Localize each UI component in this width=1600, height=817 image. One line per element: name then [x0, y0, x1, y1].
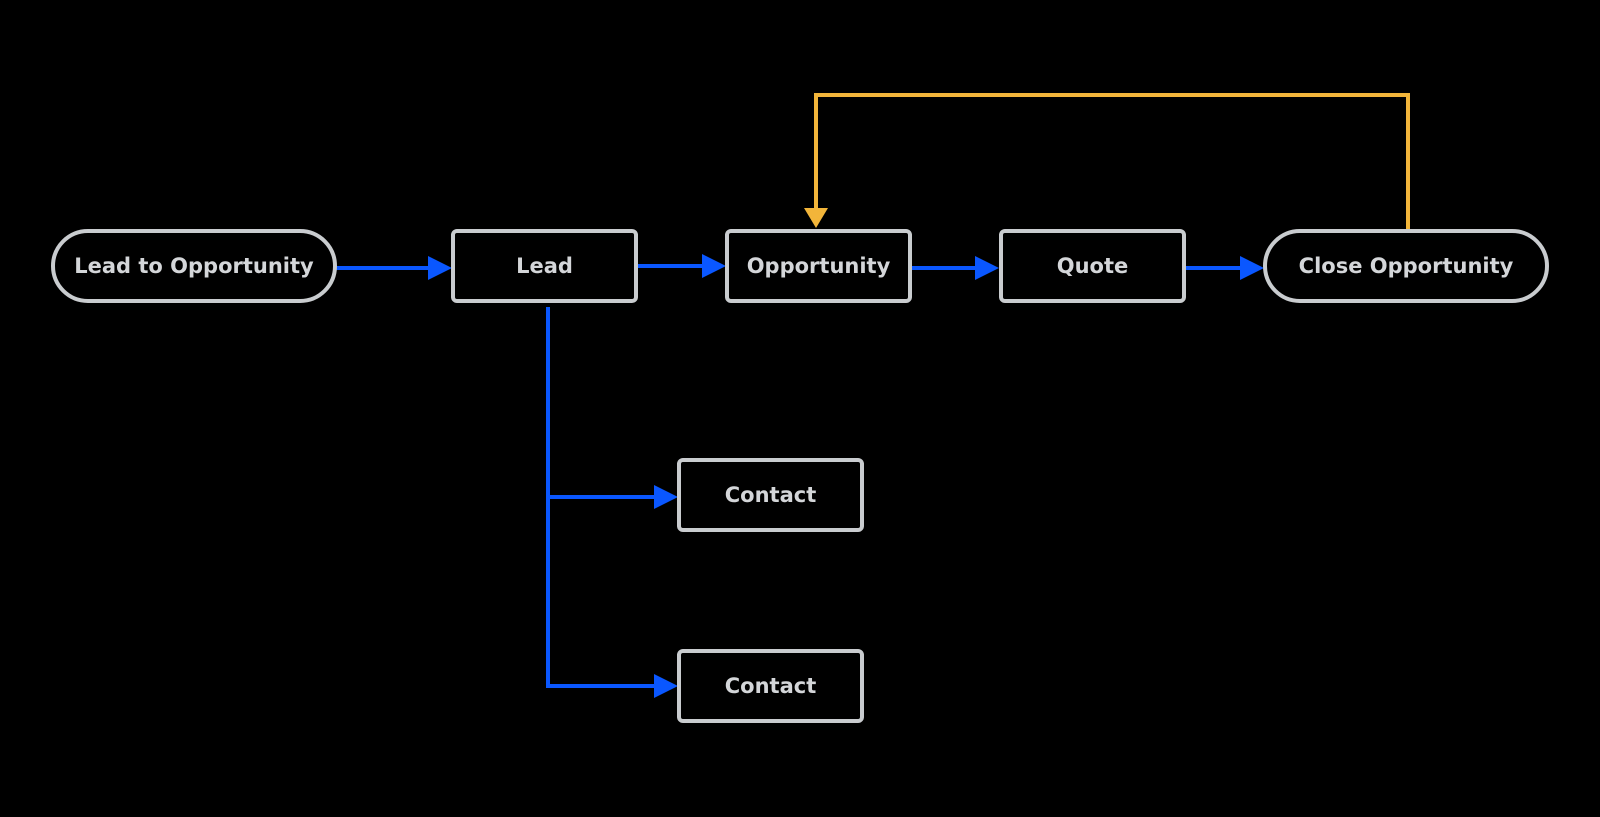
node-label: Close Opportunity	[1299, 254, 1514, 278]
edge-opportunity-to-quote	[910, 256, 999, 280]
node-lead-to-opportunity[interactable]: Lead to Opportunity	[51, 229, 337, 303]
edge-lead-to-contact-1	[546, 307, 678, 509]
edge-lead-to-opportunity	[636, 254, 726, 278]
node-contact-2[interactable]: Contact	[677, 649, 864, 723]
node-contact-1[interactable]: Contact	[677, 458, 864, 532]
node-label: Lead to Opportunity	[74, 254, 314, 278]
node-label: Lead	[516, 254, 573, 278]
edge-close-to-opportunity-loop	[804, 93, 1410, 229]
nodes: Lead to Opportunity Lead Opportunity Quo…	[51, 229, 1549, 723]
node-label: Contact	[725, 483, 817, 507]
node-quote[interactable]: Quote	[999, 229, 1186, 303]
edges	[336, 93, 1410, 698]
node-lead[interactable]: Lead	[451, 229, 638, 303]
edge-lead-to-contact-2	[546, 495, 678, 698]
edge-quote-to-close	[1184, 256, 1264, 280]
edge-start-to-lead	[336, 256, 452, 280]
node-label: Quote	[1057, 254, 1129, 278]
node-opportunity[interactable]: Opportunity	[725, 229, 912, 303]
node-label: Opportunity	[747, 254, 891, 278]
node-close-opportunity[interactable]: Close Opportunity	[1263, 229, 1549, 303]
node-label: Contact	[725, 674, 817, 698]
